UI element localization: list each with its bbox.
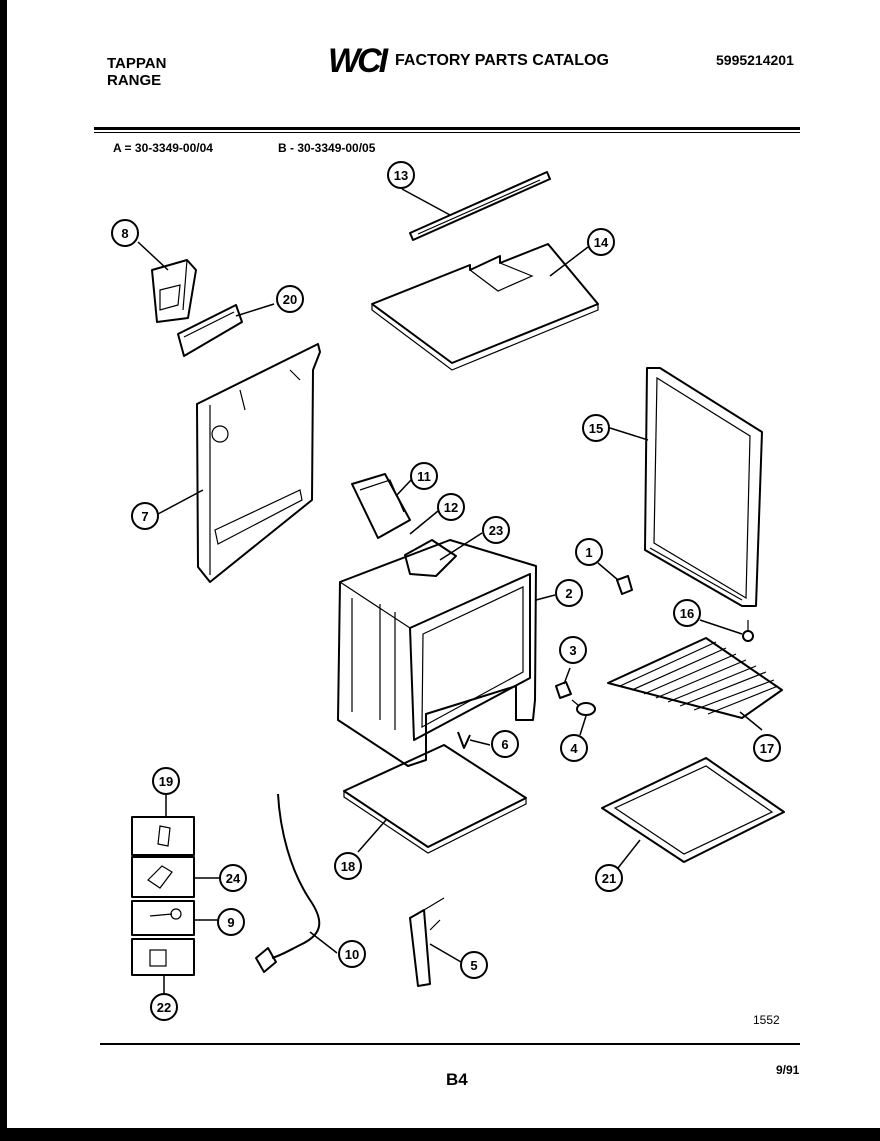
callout-8: 8	[111, 219, 139, 247]
svg-text:13: 13	[394, 168, 408, 183]
callout-5: 5	[460, 951, 488, 979]
part-oven-body	[337, 539, 537, 767]
svg-text:1: 1	[585, 545, 592, 560]
callout-14: 14	[587, 228, 615, 256]
revision-date: 9/91	[776, 1063, 800, 1077]
product-type: RANGE	[107, 72, 162, 89]
callout-1: 1	[575, 538, 603, 566]
header-rule	[94, 127, 800, 130]
svg-text:9: 9	[227, 915, 234, 930]
callout-13: 13	[387, 161, 415, 189]
part-vent-duct	[351, 473, 411, 539]
part-knob	[616, 575, 633, 595]
callout-17: 17	[753, 734, 781, 762]
scan-border-bottom	[0, 1128, 880, 1141]
svg-text:20: 20	[283, 292, 297, 307]
part-top-trim	[409, 171, 551, 241]
svg-text:17: 17	[760, 741, 774, 756]
callout-21: 21	[595, 864, 623, 892]
svg-text:22: 22	[157, 1000, 171, 1015]
model-b: B - 30-3349-00/05	[278, 141, 376, 155]
callout-10: 10	[338, 940, 366, 968]
part-broiler-pan	[601, 757, 785, 863]
drawing-number: 1552	[753, 1013, 780, 1027]
callout-19: 19	[152, 767, 180, 795]
svg-text:8: 8	[121, 226, 128, 241]
callout-23: 23	[482, 516, 510, 544]
svg-text:11: 11	[417, 469, 431, 484]
svg-text:24: 24	[226, 871, 241, 886]
model-a: A = 30-3349-00/04	[113, 141, 213, 155]
callout-20: 20	[276, 285, 304, 313]
svg-text:16: 16	[680, 606, 694, 621]
page-id: B4	[446, 1070, 468, 1089]
brand-name: TAPPAN	[107, 55, 167, 72]
part-bracket	[151, 259, 197, 323]
svg-text:12: 12	[444, 500, 458, 515]
callout-7: 7	[131, 502, 159, 530]
svg-text:7: 7	[141, 509, 148, 524]
wci-logo: WCI	[328, 42, 388, 80]
svg-text:15: 15	[589, 421, 603, 436]
part-bottom-panel	[343, 744, 527, 854]
svg-text:19: 19	[159, 774, 173, 789]
part-bulb	[571, 699, 596, 716]
svg-text:21: 21	[602, 871, 616, 886]
part-clip	[457, 731, 471, 749]
catalog-title: FACTORY PARTS CATALOG	[395, 52, 609, 69]
svg-text:6: 6	[501, 737, 508, 752]
part-oven-rack	[607, 637, 783, 719]
part-flue-baffle	[404, 539, 457, 577]
svg-text:14: 14	[594, 235, 609, 250]
catalog-number: 5995214201	[716, 52, 794, 68]
callout-12: 12	[437, 493, 465, 521]
callout-24: 24	[219, 864, 247, 892]
callout-4: 4	[560, 734, 588, 762]
svg-text:3: 3	[569, 643, 576, 658]
svg-text:2: 2	[565, 586, 572, 601]
callout-15: 15	[582, 414, 610, 442]
callout-3: 3	[559, 636, 587, 664]
callout-18: 18	[334, 852, 362, 880]
part-hardware-boxes	[131, 816, 195, 976]
callout-9: 9	[217, 908, 245, 936]
svg-text:4: 4	[570, 741, 578, 756]
svg-text:18: 18	[341, 859, 355, 874]
header-rule-thin	[94, 132, 800, 133]
svg-text:23: 23	[489, 523, 503, 538]
part-power-cord	[255, 793, 321, 973]
svg-text:10: 10	[345, 947, 359, 962]
part-top-panel	[371, 243, 599, 371]
svg-text:5: 5	[470, 958, 477, 973]
scan-border-left	[0, 0, 7, 1141]
leader-lines	[137, 188, 763, 994]
callout-16: 16	[673, 599, 701, 627]
callout-11: 11	[410, 462, 438, 490]
callout-6: 6	[491, 730, 519, 758]
part-side-panel	[644, 367, 763, 607]
part-nut	[555, 681, 572, 699]
callout-2: 2	[555, 579, 583, 607]
part-spring-clip	[409, 897, 445, 987]
callout-22: 22	[150, 993, 178, 1021]
part-trim-panel	[177, 304, 243, 357]
part-leveler	[742, 620, 754, 642]
footer-rule	[100, 1043, 800, 1045]
part-rear-panel	[196, 343, 321, 583]
